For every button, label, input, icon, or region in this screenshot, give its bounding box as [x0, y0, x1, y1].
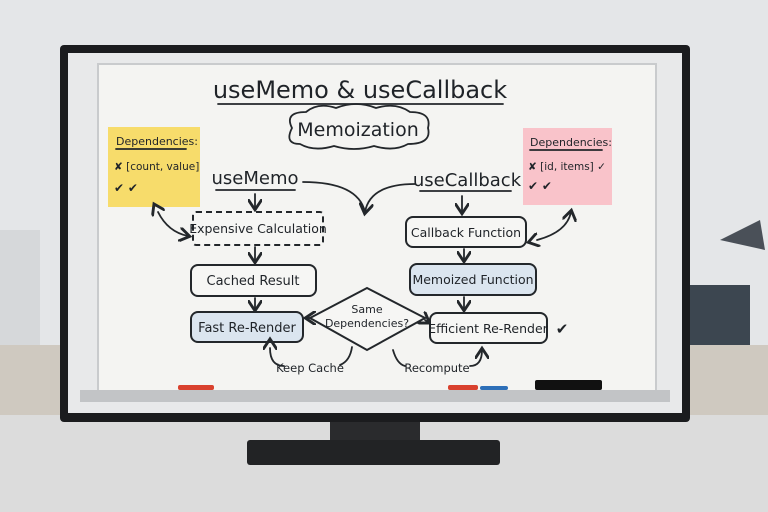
recompute-label: Recompute — [404, 361, 469, 375]
monitor-neck — [330, 422, 420, 442]
note-line: ✘ [count, value] — [114, 161, 199, 173]
note-checks: ✔ ✔ — [114, 181, 138, 195]
note-arrow — [158, 212, 188, 236]
diagram-title: useMemo & useCallback — [213, 76, 507, 104]
connector — [365, 183, 416, 212]
usememo-label: useMemo — [211, 168, 298, 189]
subtitle: Memoization — [297, 119, 419, 141]
note-line: ✘ [id, items] ✓ — [528, 161, 606, 173]
left-sticky-note: Dependencies: ✘ [count, value] ✔ ✔ — [108, 127, 200, 207]
efficient-re-render-box — [429, 312, 548, 344]
decision-diamond — [307, 286, 428, 352]
step-label: Fast Re-Render — [198, 321, 296, 336]
cached-result-box — [190, 264, 317, 297]
right-sticky-note: Dependencies: ✘ [id, items] ✓ ✔ ✔ — [523, 128, 612, 205]
monitor-base — [247, 440, 500, 465]
note-heading: Dependencies: — [530, 136, 612, 149]
step-label: Memoized Function — [412, 272, 533, 287]
decision-label: Dependencies? — [325, 317, 409, 330]
connector — [392, 349, 406, 367]
step-label: Callback Function — [411, 225, 521, 240]
books — [0, 230, 40, 345]
decision-label: Same — [351, 303, 382, 316]
cloud-shape — [288, 103, 430, 150]
checkmark-icon: ✔ — [556, 320, 569, 338]
arrow — [425, 320, 428, 322]
books-right — [690, 285, 750, 345]
step-label: Cached Result — [207, 274, 300, 289]
note-checks: ✔ ✔ — [528, 179, 552, 193]
recompute-arrow — [469, 350, 482, 367]
keep-cache-arrow — [270, 348, 285, 367]
note-heading: Dependencies: — [116, 135, 198, 148]
note-arrow — [537, 212, 571, 240]
desk-lamp-icon — [720, 220, 765, 250]
eraser — [535, 380, 602, 390]
step-label: Efficient Re-Render — [428, 321, 549, 336]
whiteboard-tray — [80, 390, 670, 402]
step-label: Expensive Calculation — [189, 221, 327, 236]
fast-re-render-box — [190, 311, 304, 343]
red-marker — [178, 385, 214, 390]
red-marker-2 — [448, 385, 478, 390]
keep-cache-label: Keep Cache — [276, 361, 344, 375]
connector — [339, 346, 353, 366]
blue-marker — [480, 386, 508, 390]
expensive-calculation-box — [192, 211, 324, 246]
memoized-function-box — [409, 263, 537, 296]
usecallback-label: useCallback — [413, 170, 522, 191]
